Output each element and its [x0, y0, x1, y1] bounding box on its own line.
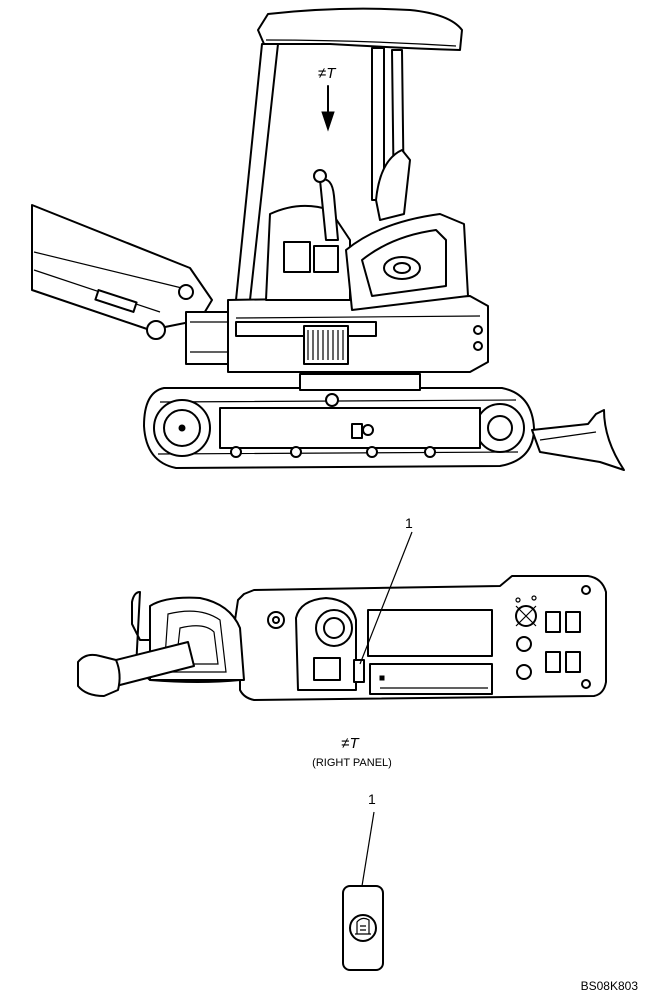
right-panel-view: 1 ≠T (RIGHT PANEL): [77, 515, 607, 769]
decal-location: [353, 659, 365, 683]
top-arrow-glyph: ≠T: [318, 65, 337, 82]
location-arrow: ≠T: [318, 65, 337, 132]
engine-grille: [303, 325, 349, 365]
panel-caption: (RIGHT PANEL): [312, 757, 392, 769]
panel-glyph: ≠T: [341, 735, 360, 752]
callout-number-panel: 1: [405, 515, 413, 531]
excavator-side-view: ≠T: [31, 7, 625, 471]
decal-detail: 1: [342, 791, 384, 971]
callout-number-decal: 1: [368, 791, 376, 807]
leader-line-decal: [361, 811, 375, 887]
leader-line-panel: [359, 531, 413, 665]
operator-manual-icon: [355, 917, 371, 935]
drawing-code: BS08K803: [581, 979, 639, 993]
